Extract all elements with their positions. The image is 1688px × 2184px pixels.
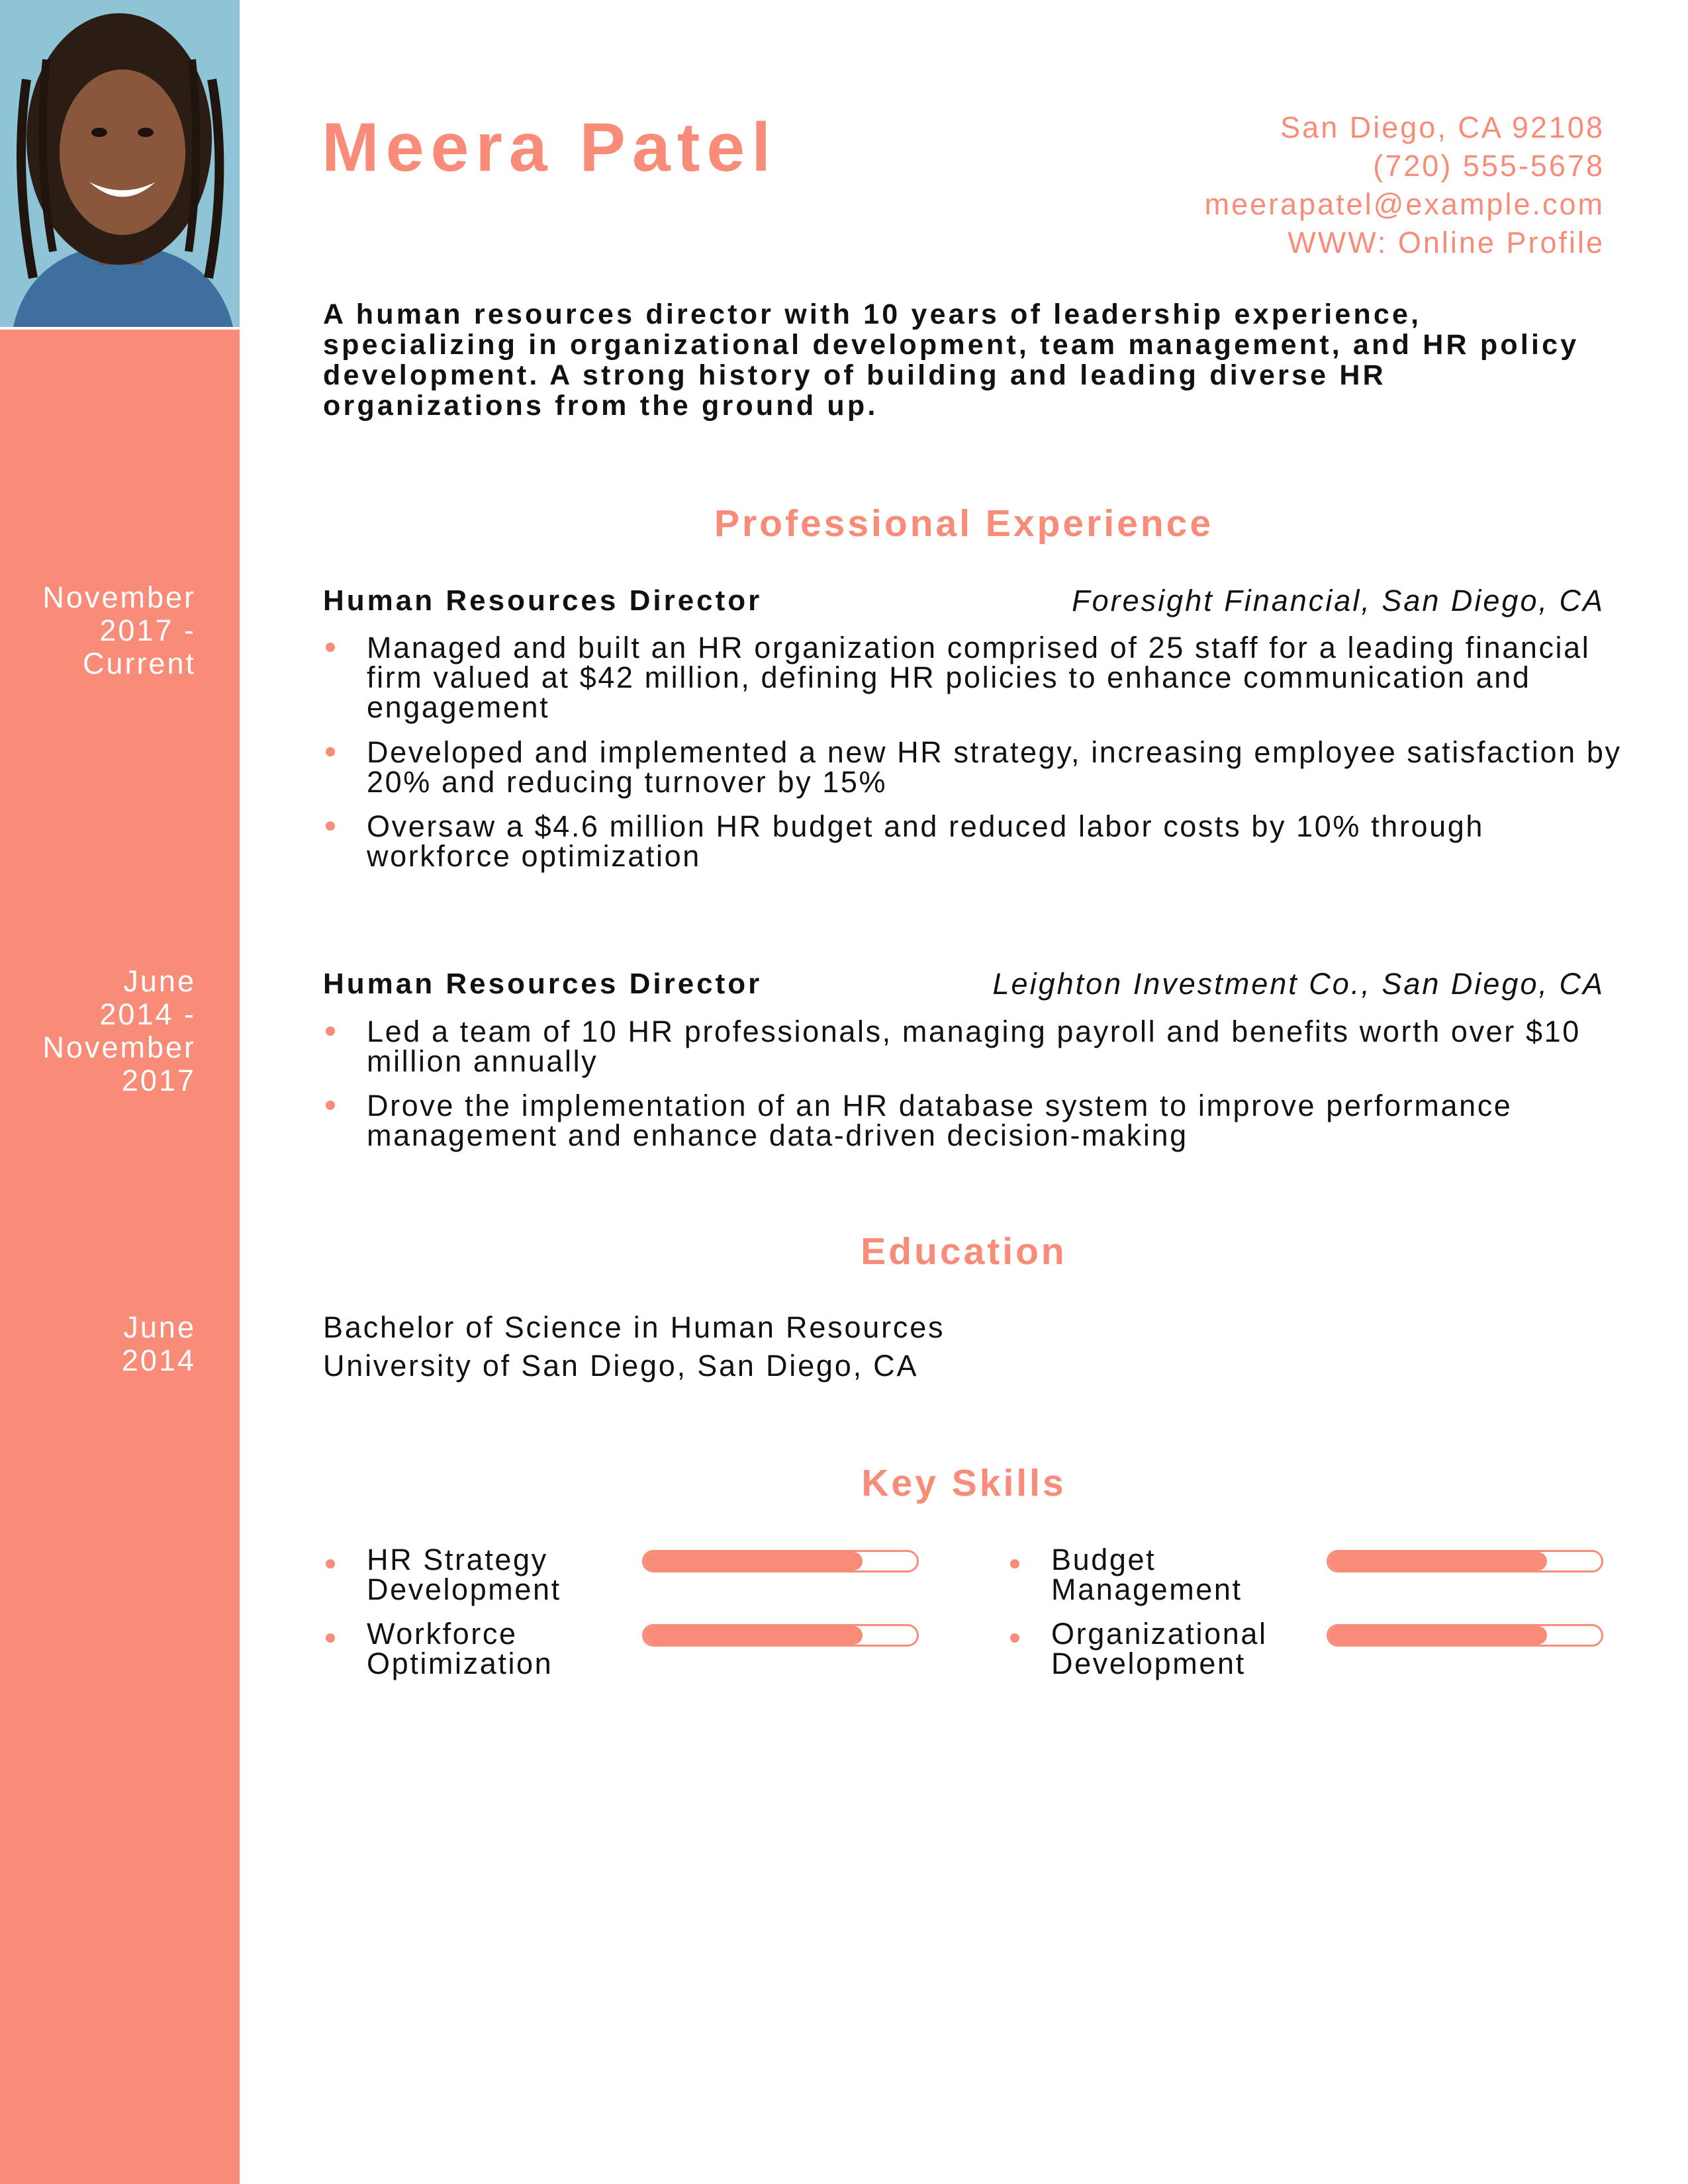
job-1-date-line: 2017 - [99, 614, 196, 647]
skill-item: Organizational Development [1008, 1619, 1603, 1685]
website-link[interactable]: WWW: Online Profile [1288, 226, 1605, 259]
education-date-line: 2014 [121, 1343, 196, 1377]
job-2-company: Leighton Investment Co., San Diego, CA [992, 967, 1605, 1001]
bullet-icon [326, 1026, 335, 1036]
phone: (720) 555-5678 [1373, 149, 1605, 183]
skill-label: Workforce Optimization [367, 1617, 553, 1680]
applicant-name: Meera Patel [322, 109, 778, 186]
address: San Diego, CA 92108 [1280, 111, 1605, 144]
bullet-icon [326, 747, 335, 756]
skill-level-fill [1329, 1552, 1547, 1570]
job-2-date-line: November [42, 1030, 196, 1064]
bullet-icon [326, 1559, 335, 1569]
portrait-photo [0, 0, 240, 330]
skill-level-fill [1329, 1626, 1547, 1645]
bullet-text: Managed and built an HR organization com… [367, 631, 1591, 724]
skill-label: HR Strategy Development [367, 1543, 561, 1606]
bullet-icon [326, 821, 335, 831]
bullet-icon [326, 1633, 335, 1643]
job-1-dates: November 2017 - Current [13, 581, 196, 680]
bullet-icon [1010, 1633, 1019, 1643]
skill-level-fill [644, 1626, 863, 1645]
bullet-text: Led a team of 10 HR professionals, manag… [367, 1015, 1581, 1078]
skill-item: HR Strategy Development [323, 1545, 919, 1611]
education-school: University of San Diego, San Diego, CA [323, 1349, 919, 1383]
job-2-date-line: 2014 - [99, 997, 196, 1031]
job-1-date-line: November [42, 580, 196, 614]
skill-level-bar [1327, 1550, 1603, 1572]
education-dates: June 2014 [13, 1311, 196, 1377]
contact-block: San Diego, CA 92108 (720) 555-5678 meera… [1205, 109, 1605, 262]
list-item: Managed and built an HR organization com… [323, 633, 1624, 722]
skill-level-fill [644, 1552, 863, 1570]
job-2-dates: June 2014 - November 2017 [13, 965, 196, 1097]
list-item: Developed and implemented a new HR strat… [323, 737, 1624, 797]
list-item: Led a team of 10 HR professionals, manag… [323, 1017, 1624, 1076]
list-item: Oversaw a $4.6 million HR budget and red… [323, 811, 1624, 871]
profile-summary: A human resources director with 10 years… [323, 298, 1579, 422]
education-degree: Bachelor of Science in Human Resources [323, 1310, 945, 1344]
bullet-icon [326, 643, 335, 652]
skill-label: Budget Management [1051, 1543, 1243, 1606]
list-item: Drove the implementation of an HR databa… [323, 1091, 1624, 1150]
job-2-title: Human Resources Director [323, 968, 763, 1000]
job-1-title: Human Resources Director [323, 584, 763, 617]
sidebar: November 2017 - Current June 2014 - Nove… [0, 0, 240, 2184]
job-1-company: Foresight Financial, San Diego, CA [1072, 584, 1605, 617]
skill-level-bar [1327, 1624, 1603, 1647]
bullet-text: Drove the implementation of an HR databa… [367, 1089, 1513, 1152]
skills-heading: Key Skills [861, 1462, 1066, 1504]
email-link[interactable]: meerapatel@example.com [1204, 187, 1605, 221]
education-date-line: June [123, 1310, 196, 1344]
bullet-text: Oversaw a $4.6 million HR budget and red… [367, 809, 1484, 873]
bullet-icon [1010, 1559, 1019, 1569]
education-heading: Education [861, 1230, 1067, 1273]
skill-level-bar [642, 1550, 919, 1572]
bullet-icon [326, 1101, 335, 1110]
skill-level-bar [642, 1624, 919, 1647]
job-1-date-line: Current [82, 647, 196, 680]
skill-label: Organizational Development [1051, 1617, 1268, 1680]
skill-item: Budget Management [1008, 1545, 1603, 1611]
experience-heading: Professional Experience [714, 502, 1214, 545]
portrait-photo-icon [0, 0, 240, 327]
job-2-date-line: June [123, 964, 196, 998]
bullet-text: Developed and implemented a new HR strat… [367, 735, 1622, 799]
job-2-date-line: 2017 [121, 1064, 196, 1097]
skill-item: Workforce Optimization [323, 1619, 919, 1685]
